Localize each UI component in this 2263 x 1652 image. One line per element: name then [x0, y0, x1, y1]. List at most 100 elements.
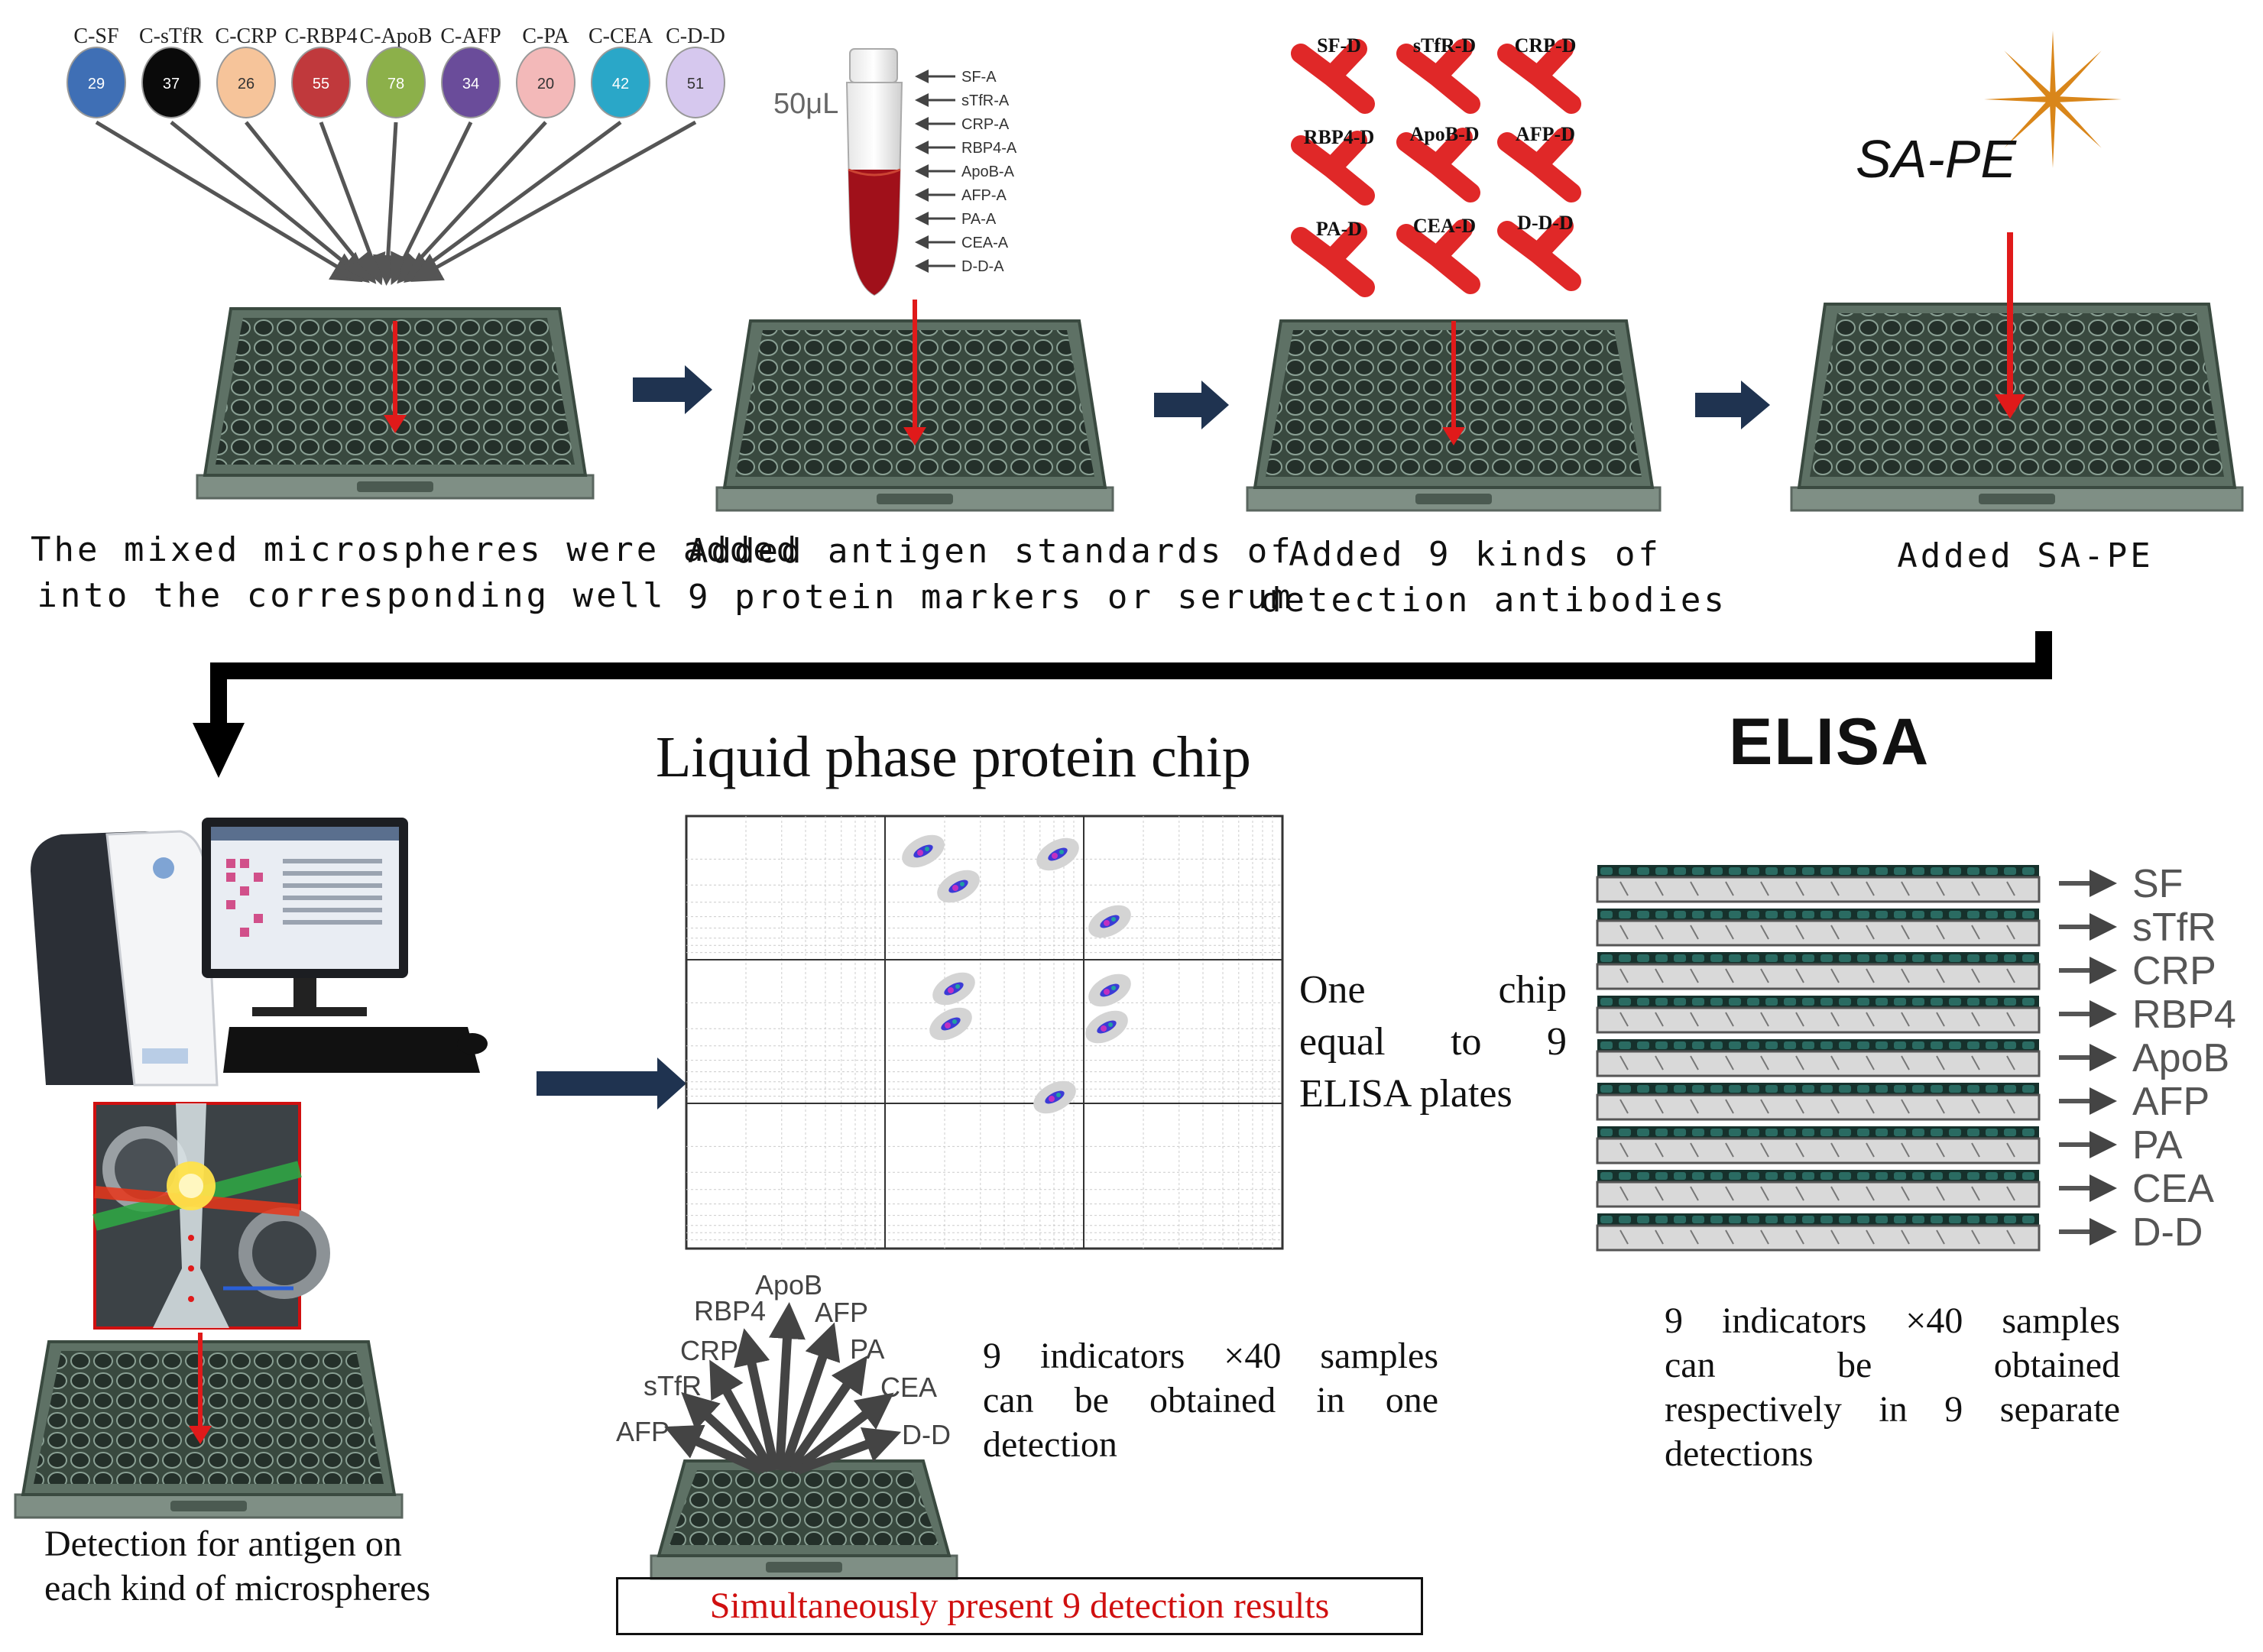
fan-item: PA — [785, 1333, 884, 1473]
flow-arrow-1 — [633, 365, 712, 414]
microsphere-number: 37 — [163, 76, 180, 92]
microsphere-number: 26 — [238, 76, 255, 92]
microsphere-9: C-D-D 51 — [666, 24, 725, 118]
svg-text:RBP4-A: RBP4-A — [961, 140, 1017, 157]
bead-cluster — [1085, 1010, 1128, 1044]
antigen-item: SF-A — [915, 69, 997, 86]
antigen-list: SF-AsTfR-ACRP-ARBP4-AApoB-AAFP-APA-ACEA-… — [915, 69, 1017, 275]
antigen-item: CRP-A — [915, 116, 1010, 133]
svg-text:sTfR-D: sTfR-D — [1413, 34, 1476, 57]
svg-text:ApoB: ApoB — [755, 1269, 822, 1301]
elisa-plate-3: CRP — [1596, 949, 2216, 993]
chip-equal-text: One chip equal to 9 ELISA plates — [1299, 968, 1567, 1116]
svg-text:CEA-A: CEA-A — [961, 235, 1009, 251]
microsphere-arrow — [410, 120, 697, 282]
elisa-plate-7: PA — [1596, 1123, 2183, 1168]
microsphere-number: 34 — [462, 76, 479, 92]
microsphere-arrow — [245, 121, 377, 284]
antibody-4: RBP4-D — [1291, 126, 1375, 206]
svg-text:PA-A: PA-A — [961, 211, 997, 228]
plate-step-3 — [1246, 319, 1662, 512]
microsphere-number: 51 — [687, 76, 704, 92]
elisa-plate-5: ApoB — [1596, 1036, 2229, 1080]
svg-text:D-D-D: D-D-D — [1517, 212, 1574, 234]
svg-text:CRP: CRP — [680, 1335, 738, 1366]
bead-cluster — [1033, 1080, 1076, 1114]
antibody-3: CRP-D — [1497, 34, 1581, 114]
antibody-9: D-D-D — [1497, 212, 1581, 291]
plate-step-2 — [715, 300, 1114, 512]
elisa-plate-4: RBP4 — [1596, 993, 2236, 1037]
antigen-item: CEA-A — [915, 235, 1009, 251]
microsphere-arrow — [397, 121, 547, 284]
antibody-1: SF-D — [1291, 34, 1375, 114]
plate-step-1 — [196, 307, 595, 500]
microsphere-arrow — [95, 120, 363, 283]
fan-item: ApoB — [755, 1269, 822, 1471]
bead-cluster — [1088, 905, 1131, 938]
simultaneous-results-box: Simultaneously present 9 detection resul… — [616, 1577, 1423, 1635]
elisa-plate-9: D-D — [1596, 1210, 2203, 1255]
microsphere-label: C-CEA — [588, 24, 653, 48]
bead-cluster — [1036, 837, 1079, 871]
microsphere-arrow — [319, 121, 386, 286]
elisa-row-label: PA — [2132, 1123, 2183, 1168]
microsphere-arrow — [403, 120, 622, 283]
svg-text:PA: PA — [850, 1333, 884, 1365]
fan-item: AFP — [780, 1297, 868, 1472]
svg-text:CEA-D: CEA-D — [1413, 215, 1476, 237]
antigen-item: D-D-A — [915, 258, 1004, 275]
elisa-row-label: RBP4 — [2132, 993, 2236, 1037]
microsphere-label: C-PA — [522, 24, 569, 48]
fan-item: CEA — [790, 1372, 937, 1474]
microsphere-number: 42 — [612, 76, 629, 92]
elisa-row-label: CEA — [2132, 1167, 2214, 1211]
antigen-item: PA-A — [915, 211, 997, 228]
svg-text:sTfR-A: sTfR-A — [961, 92, 1010, 109]
chip-result-text: 9 indicators ×40 samples can be obtained… — [983, 1336, 1438, 1465]
antibody-5: ApoB-D — [1396, 123, 1480, 202]
elisa-row-label: sTfR — [2132, 905, 2216, 950]
microsphere-number: 55 — [313, 76, 329, 92]
bead-cluster — [1088, 973, 1131, 1007]
elisa-result-text: 9 indicators ×40 samples can be obtained… — [1665, 1301, 2120, 1474]
svg-text:CEA: CEA — [880, 1372, 937, 1403]
elisa-row-label: ApoB — [2132, 1036, 2229, 1080]
sape-star-icon — [1984, 31, 2122, 168]
bead-cluster — [932, 972, 975, 1006]
antibody-7: PA-D — [1291, 218, 1375, 297]
bead-cluster — [902, 834, 945, 868]
sample-tube — [845, 48, 903, 296]
microsphere-8: C-CEA 42 — [588, 24, 653, 118]
elisa-plate-1: SF — [1596, 862, 2183, 906]
elisa-title: ELISA — [1729, 705, 1931, 779]
svg-text:D-D: D-D — [902, 1419, 951, 1450]
elisa-row-label: SF — [2132, 862, 2183, 906]
flow-arrows — [537, 365, 1770, 1109]
plate-chip-small — [650, 1459, 958, 1580]
microsphere-label: C-SF — [73, 24, 118, 48]
elisa-row-label: D-D — [2132, 1210, 2203, 1255]
plate-step-4 — [1790, 303, 2244, 512]
antibody-2: sTfR-D — [1396, 34, 1480, 114]
flow-arrow-2 — [1154, 381, 1229, 429]
laser-detection-inset — [92, 1102, 330, 1330]
elisa-row-label: AFP — [2132, 1080, 2210, 1124]
chip-title: Liquid phase protein chip — [656, 725, 1251, 789]
microsphere-number: 78 — [387, 76, 404, 92]
step-4-caption: Added SA-PE — [1897, 536, 2154, 575]
elisa-row-label: CRP — [2132, 949, 2216, 993]
svg-text:SF-D: SF-D — [1317, 34, 1361, 57]
microsphere-label: C-D-D — [666, 24, 725, 48]
antigen-item: AFP-A — [915, 187, 1007, 204]
svg-text:PA-D: PA-D — [1316, 218, 1362, 240]
